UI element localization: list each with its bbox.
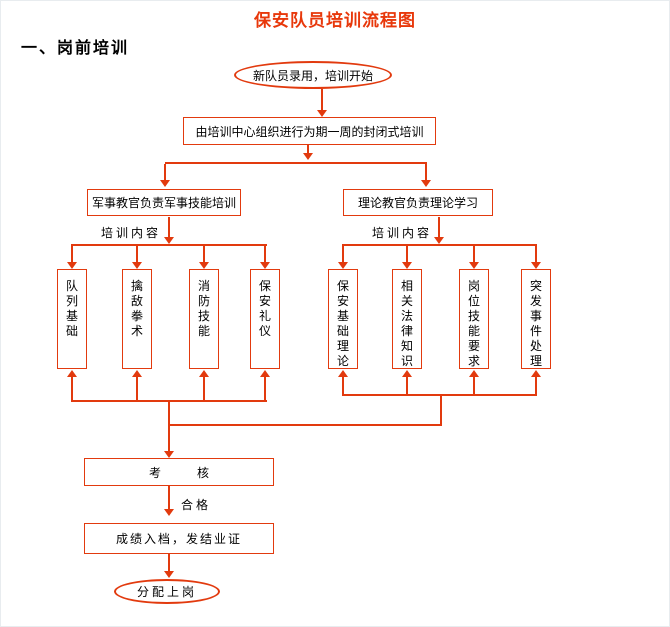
node-start: 新队员录用，培训开始	[234, 61, 392, 89]
arrowhead-up	[67, 370, 77, 377]
item-box-right-4: 突发事件处理	[521, 269, 551, 369]
flow-line	[342, 394, 537, 396]
flow-line	[136, 377, 138, 400]
arrowhead-down	[164, 237, 174, 244]
section-heading: 一、岗前培训	[21, 40, 130, 57]
item-box-left-2: 擒敌拳术	[122, 269, 152, 369]
flow-line	[71, 377, 73, 400]
flow-line	[168, 554, 170, 572]
arrowhead-up	[132, 370, 142, 377]
flow-line	[342, 244, 537, 246]
flow-line	[406, 377, 408, 394]
flow-line	[203, 246, 205, 263]
arrowhead-up	[469, 370, 479, 377]
flow-line	[264, 246, 266, 263]
flow-line	[164, 164, 166, 181]
item-box-left-3: 消防技能	[189, 269, 219, 369]
node-right-branch: 理论教官负责理论学习	[343, 189, 493, 216]
left-branch-label: 培训内容	[101, 226, 162, 240]
arrowhead-down	[469, 262, 479, 269]
arrowhead-down	[303, 153, 313, 160]
arrowhead-down	[402, 262, 412, 269]
arrowhead-down	[317, 110, 327, 117]
flow-line	[71, 246, 73, 263]
item-box-right-3: 岗位技能要求	[459, 269, 489, 369]
arrowhead-down	[434, 237, 444, 244]
flow-line	[342, 377, 344, 394]
flow-line	[165, 162, 427, 164]
flow-line	[168, 217, 170, 238]
flow-line	[473, 246, 475, 263]
arrowhead-down	[160, 180, 170, 187]
node-end: 分配上岗	[114, 579, 220, 604]
flow-line	[321, 89, 323, 111]
item-box-right-2: 相关法律知识	[392, 269, 422, 369]
flow-line	[473, 377, 475, 394]
flow-line	[168, 486, 170, 510]
arrowhead-down	[164, 571, 174, 578]
arrowhead-down	[132, 262, 142, 269]
arrowhead-up	[260, 370, 270, 377]
node-left-branch: 军事教官负责军事技能培训	[87, 189, 241, 216]
flow-line	[425, 164, 427, 181]
flow-line	[535, 377, 537, 394]
arrowhead-down	[421, 180, 431, 187]
flow-line	[307, 145, 309, 155]
arrowhead-up	[402, 370, 412, 377]
arrowhead-down	[164, 451, 174, 458]
arrowhead-up	[338, 370, 348, 377]
flow-line	[535, 246, 537, 263]
flow-line	[438, 217, 440, 238]
arrowhead-down	[338, 262, 348, 269]
arrowhead-up	[199, 370, 209, 377]
pass-label: 合格	[181, 498, 212, 512]
item-box-left-4: 保安礼仪	[250, 269, 280, 369]
flow-line	[71, 244, 267, 246]
flow-line	[169, 424, 442, 426]
node-result: 成绩入档，发结业证	[84, 523, 274, 554]
arrowhead-down	[531, 262, 541, 269]
flow-line	[406, 246, 408, 263]
flow-line	[203, 377, 205, 400]
flow-line	[342, 246, 344, 263]
arrowhead-down	[199, 262, 209, 269]
node-exam: 考 核	[84, 458, 274, 486]
page-title: 保安队员培训流程图	[254, 11, 416, 30]
flow-line	[264, 377, 266, 400]
arrowhead-down	[260, 262, 270, 269]
node-main-step: 由培训中心组织进行为期一周的封闭式培训	[183, 117, 436, 145]
right-branch-label: 培训内容	[372, 226, 433, 240]
item-box-right-1: 保安基础理论	[328, 269, 358, 369]
arrowhead-down	[67, 262, 77, 269]
arrowhead-down	[164, 509, 174, 516]
flow-line	[136, 246, 138, 263]
flow-line	[168, 400, 170, 452]
item-box-left-1: 队列基础	[57, 269, 87, 369]
flow-line	[440, 396, 442, 426]
arrowhead-up	[531, 370, 541, 377]
